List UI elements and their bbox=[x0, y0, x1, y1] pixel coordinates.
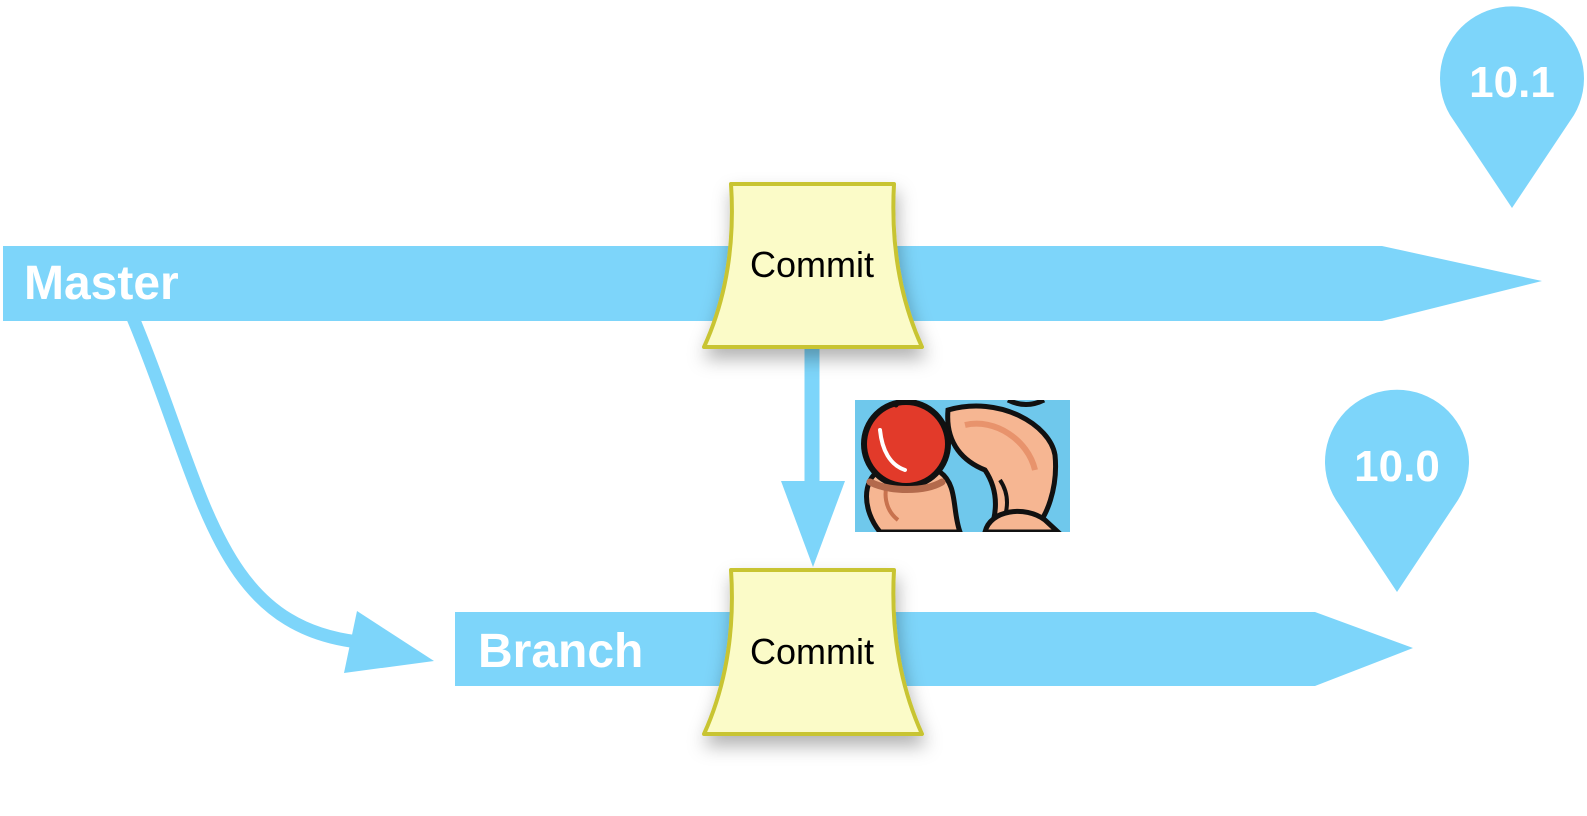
tag-10-0: 10.0 bbox=[1325, 389, 1469, 592]
branch-commit-label: Commit bbox=[750, 631, 874, 672]
branch-lane: Branch bbox=[455, 612, 1413, 686]
apple-in-hand-icon bbox=[855, 400, 1070, 532]
master-commit-box bbox=[702, 182, 924, 349]
branch-off-arrowhead bbox=[344, 611, 434, 673]
tag-10-0-label: 10.0 bbox=[1354, 442, 1440, 491]
branch-lane-label: Branch bbox=[478, 625, 643, 678]
tag-10-1: 10.1 bbox=[1440, 6, 1585, 209]
branch-commit-box bbox=[702, 568, 924, 736]
tag-10-1-pin bbox=[1440, 6, 1585, 209]
tag-10-1-label: 10.1 bbox=[1469, 58, 1555, 107]
branch-lane-arrow bbox=[455, 612, 1413, 686]
tag-10-0-pin bbox=[1325, 389, 1469, 592]
master-commit-label: Commit bbox=[750, 244, 874, 285]
master-commit: Commit bbox=[702, 182, 924, 349]
branch-off-curve bbox=[126, 311, 365, 649]
master-lane-label: Master bbox=[24, 257, 179, 310]
branch-commit: Commit bbox=[702, 568, 924, 736]
merge-arrow bbox=[781, 341, 845, 567]
merge-arrow-head bbox=[781, 481, 845, 567]
branch-off-arrow bbox=[126, 311, 434, 673]
